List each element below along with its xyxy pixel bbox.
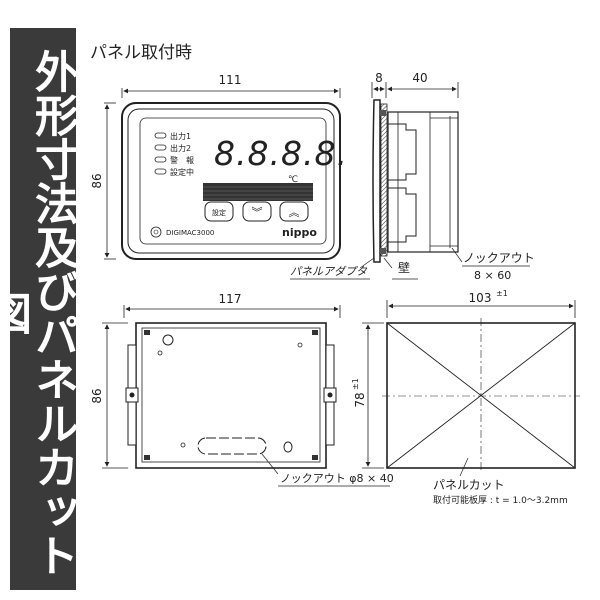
front-view: 111 86 出力1 出力2 警 報 設定中 8.8.8.8. ℃: [90, 73, 348, 260]
model-label: DIGIMAC3000: [166, 229, 214, 237]
unit-label: ℃: [288, 175, 298, 185]
set-button[interactable]: 設定: [204, 201, 234, 222]
side-body-depth: 40: [412, 71, 427, 85]
up-icon: ︽: [289, 206, 300, 219]
wall-label: 壁: [398, 260, 410, 275]
cut-width-dim: 103: [469, 291, 492, 305]
panel-mount-title: パネル取付時: [90, 43, 192, 63]
down-button[interactable]: ︾: [242, 201, 272, 222]
side-knockout-size: 8 × 60: [474, 269, 511, 282]
side-front-depth: 8: [375, 71, 383, 85]
down-icon: ︾: [252, 206, 263, 219]
cut-height-tol: ±1: [351, 378, 360, 390]
set-button-label: 設定: [212, 208, 226, 217]
display-value: 8.8.8.8.: [214, 134, 348, 173]
front-height-dim: 86: [90, 173, 104, 188]
panel-cut-label: パネルカット: [433, 478, 505, 492]
indicator-out2: 出力2: [170, 143, 191, 153]
cut-height-dim: 78: [353, 392, 367, 407]
adapter-label: パネルアダプタ: [290, 265, 368, 278]
screw-icon: [150, 226, 162, 238]
indicator-alarm: 警 報: [170, 155, 194, 165]
side-banner: 外形寸法及びパネルカット図: [0, 28, 78, 590]
cut-width-tol: ±1: [496, 289, 508, 298]
back-view: 117 86 ノックアウト φ8 × 40: [90, 292, 394, 487]
side-title: 外形寸法及びパネルカット図: [0, 49, 78, 577]
indicator-list: 出力1 出力2 警 報 設定中: [154, 131, 194, 177]
back-width-dim: 117: [219, 292, 242, 306]
indicator-setting: 設定中: [170, 167, 194, 177]
up-button[interactable]: ︽: [279, 201, 309, 222]
front-width-dim: 111: [219, 73, 242, 87]
back-height-dim: 86: [90, 388, 104, 403]
indicator-out1: 出力1: [170, 131, 191, 141]
side-view: 8 40 パネルアダプタ 壁 ノックアウト 8 × 60: [290, 71, 535, 282]
panel-thickness-label: 取付可能板厚 : t = 1.0〜3.2mm: [433, 494, 568, 506]
brand-logo: nippo: [282, 226, 317, 239]
side-knockout-label: ノックアウト: [463, 251, 535, 265]
back-knockout-label: ノックアウト φ8 × 40: [280, 472, 394, 485]
panel-cut: 103 ±1 78 ±1 パネルカット 取付可能板厚 : t = 1.0〜3.2…: [351, 289, 580, 506]
